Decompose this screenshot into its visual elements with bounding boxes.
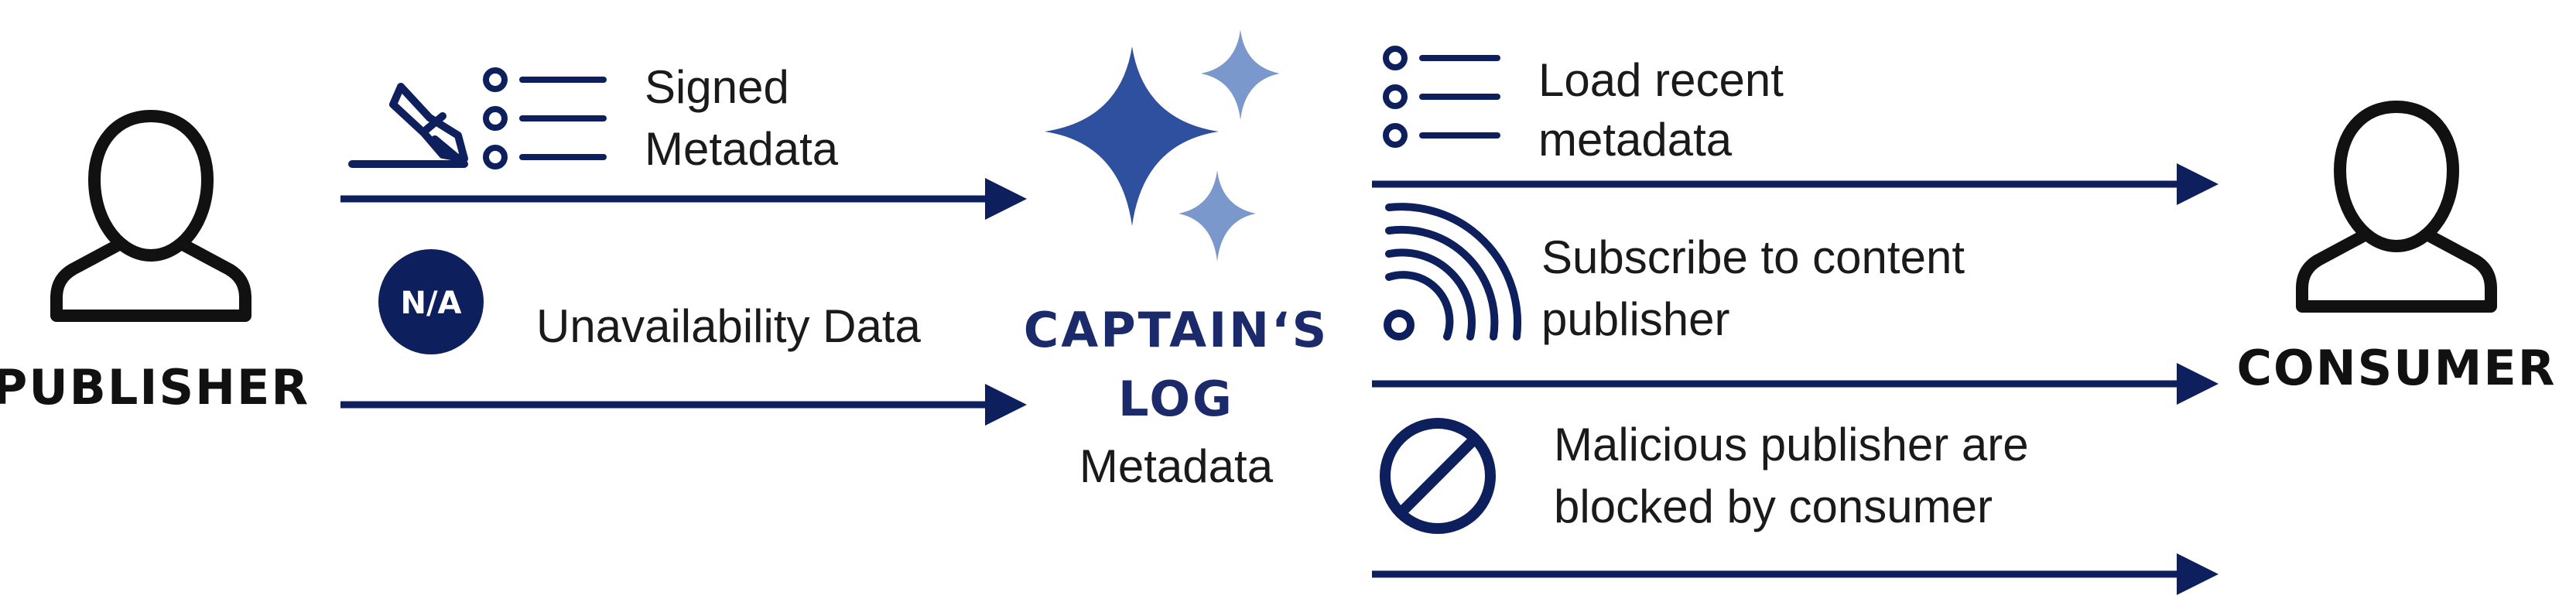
outbound-blocked: Malicious publisher are blocked by consu… — [1372, 418, 2219, 595]
log-title-line2: LOG — [1118, 371, 1234, 427]
publisher-user-icon — [50, 110, 251, 322]
outbound-1-line-1: Load recent — [1538, 54, 1784, 106]
outbound-2-line-1: Subscribe to content — [1541, 231, 1965, 283]
consumer-user-icon — [2296, 101, 2497, 313]
publisher-label: PUBLISHER — [0, 359, 310, 416]
captains-log-node: CAPTAIN‘S LOG Metadata — [1024, 29, 1329, 492]
inbound-1-line-2: Metadata — [645, 123, 839, 175]
outbound-load-metadata: Load recent metadata — [1372, 46, 2219, 205]
inbound-1-line-1: Signed — [645, 61, 789, 113]
list-icon — [483, 67, 607, 169]
publisher-node: PUBLISHER — [0, 110, 310, 416]
inbound-2-line-1: Unavailability Data — [536, 300, 922, 352]
outbound-2-line-2: publisher — [1541, 293, 1730, 345]
consumer-label: CONSUMER — [2237, 340, 2557, 396]
outbound-3-line-2: blocked by consumer — [1554, 481, 1993, 532]
sparkle-stars-icon — [1045, 29, 1280, 262]
outbound-3-line-1: Malicious publisher are — [1554, 419, 2029, 470]
consumer-node: CONSUMER — [2237, 101, 2557, 396]
inbound-signed-metadata: Signed Metadata — [340, 61, 1027, 220]
rss-feed-icon — [1384, 203, 1522, 340]
inbound-unavailability: N/A Unavailability Data — [340, 249, 1027, 426]
log-title-line1: CAPTAIN‘S — [1024, 302, 1329, 358]
small-star-top — [1201, 29, 1280, 120]
log-subtitle: Metadata — [1079, 440, 1274, 492]
large-star — [1045, 46, 1219, 226]
list-icon — [1383, 46, 1500, 148]
block-icon — [1380, 418, 1496, 534]
outbound-subscribe: Subscribe to content publisher — [1372, 203, 2219, 405]
small-star-bottom — [1179, 170, 1256, 262]
outbound-1-line-2: metadata — [1538, 114, 1733, 166]
na-badge-text: N/A — [400, 286, 461, 321]
na-badge-icon: N/A — [378, 249, 484, 354]
pen-sign-icon — [348, 83, 468, 168]
